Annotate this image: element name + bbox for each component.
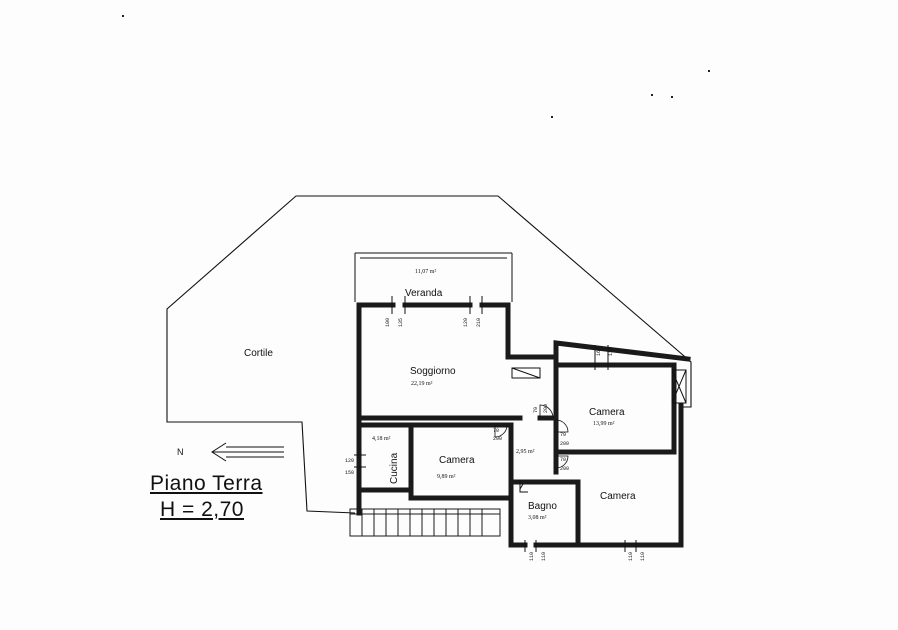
- door-swings: [494, 404, 569, 469]
- room-bagno-area: 3,08 m²: [528, 515, 547, 521]
- dimension-label: 110: [628, 552, 634, 561]
- dimension-label: 200: [493, 436, 502, 442]
- room-veranda-area: 11,07 m²: [415, 269, 436, 275]
- dimension-label: 200: [560, 441, 569, 447]
- dimension-label: 110: [640, 552, 646, 561]
- entrance-steps: [349, 508, 501, 537]
- dimension-label: 70: [533, 407, 539, 413]
- dimension-label: 200: [560, 466, 569, 472]
- dimension-label: 70: [560, 432, 566, 438]
- room-veranda-label: Veranda: [405, 288, 443, 299]
- north-label: N: [177, 447, 184, 457]
- room-disimpegno-area: 2,95 m²: [516, 449, 535, 455]
- north-arrow: [211, 442, 284, 462]
- dimension-label: 110: [541, 552, 547, 561]
- room-camera-center-area: 9,89 m²: [437, 474, 456, 480]
- dimension-label: 110: [529, 552, 535, 561]
- room-camera-lower-right-label: Camera: [600, 491, 636, 502]
- room-cucina-area: 4,18 m²: [372, 436, 391, 442]
- walls: [356, 302, 691, 548]
- dimension-label: 160: [596, 347, 602, 356]
- dimension-label: 150: [345, 470, 354, 476]
- veranda-outline: [354, 252, 513, 302]
- dimension-label: 210: [476, 318, 482, 327]
- dimension-label: 120: [345, 458, 354, 464]
- room-bagno-label: Bagno: [528, 501, 557, 512]
- room-cucina-label: Cucina: [389, 452, 400, 484]
- scan-speckles: [122, 15, 710, 118]
- courtyard-outline: [166, 195, 692, 545]
- room-soggiorno-area: 22,19 m²: [411, 381, 433, 387]
- dimension-label: 100: [385, 318, 391, 327]
- plan-title: Piano Terra: [150, 472, 263, 495]
- dimension-label: 110: [608, 347, 614, 356]
- dimension-label: 70: [560, 457, 566, 463]
- window-marks: [354, 296, 687, 552]
- room-camera-upper-right-area: 13,99 m²: [593, 421, 615, 427]
- dimension-label: 200: [543, 404, 549, 413]
- ceiling-height-label: H = 2,70: [160, 498, 244, 521]
- dimension-label: 120: [463, 318, 469, 327]
- room-cortile-label: Cortile: [244, 348, 273, 359]
- room-camera-center-label: Camera: [439, 455, 475, 466]
- room-camera-upper-right-label: Camera: [589, 407, 625, 418]
- room-soggiorno-label: Soggiorno: [410, 366, 456, 377]
- dimension-label: 135: [398, 318, 404, 327]
- dimension-label: 70: [493, 428, 499, 434]
